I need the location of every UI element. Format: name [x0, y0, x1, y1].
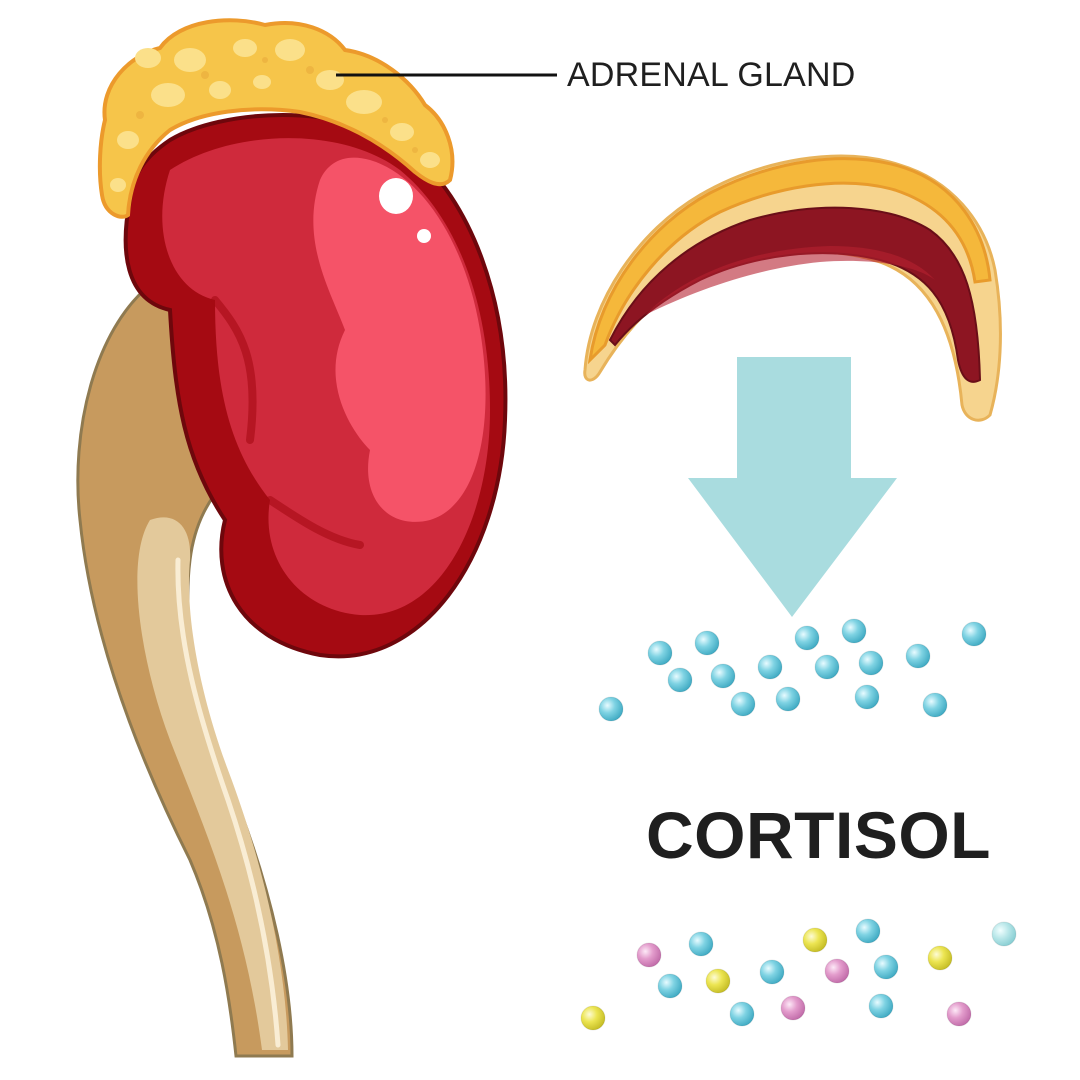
molecule-icon: [961, 621, 987, 647]
molecule-icon: [868, 993, 894, 1019]
cortisol-label: CORTISOL: [646, 798, 991, 872]
molecule-icon: [759, 959, 785, 985]
molecule-icon: [927, 945, 953, 971]
molecule-icon: [794, 625, 820, 651]
molecule-icon: [922, 692, 948, 718]
kidney-icon: [123, 113, 508, 659]
adrenal-gland-label: ADRENAL GLAND: [567, 56, 856, 94]
molecule-icon: [757, 654, 783, 680]
molecule-icon: [657, 973, 683, 999]
ureter-icon: [76, 283, 294, 1058]
molecule-icon: [729, 1001, 755, 1027]
molecule-icon: [667, 667, 693, 693]
molecule-icon: [946, 1001, 972, 1027]
adrenal-cross-section-icon: [583, 154, 1002, 422]
molecule-icon: [705, 968, 731, 994]
molecule-icon: [841, 618, 867, 644]
molecule-icon: [854, 684, 880, 710]
molecule-cluster-top: [598, 618, 987, 722]
molecule-icon: [905, 643, 931, 669]
molecule-icon: [694, 630, 720, 656]
molecule-icon: [802, 927, 828, 953]
down-arrow-icon: [688, 357, 897, 617]
molecule-icon: [580, 1005, 606, 1031]
molecule-cluster-bottom: [580, 918, 1017, 1031]
molecule-icon: [814, 654, 840, 680]
molecule-icon: [858, 650, 884, 676]
molecule-icon: [730, 691, 756, 717]
molecule-icon: [855, 918, 881, 944]
molecule-icon: [873, 954, 899, 980]
molecule-icon: [775, 686, 801, 712]
molecule-icon: [688, 931, 714, 957]
molecule-icon: [824, 958, 850, 984]
molecule-icon: [647, 640, 673, 666]
molecule-icon: [636, 942, 662, 968]
molecule-icon: [710, 663, 736, 689]
molecule-icon: [780, 995, 806, 1021]
molecule-icon: [598, 696, 624, 722]
molecule-icon: [991, 921, 1017, 947]
